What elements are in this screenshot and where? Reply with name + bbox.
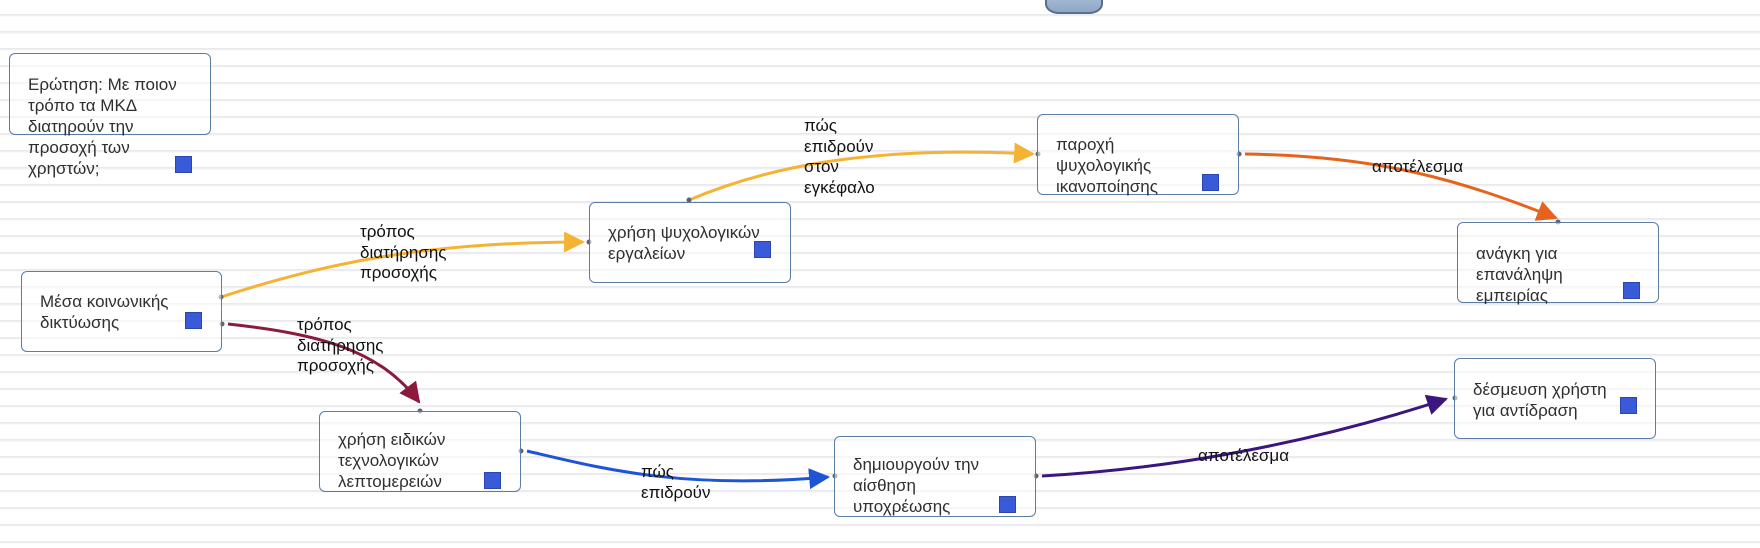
database-icon [1045,0,1103,14]
node-obligation[interactable]: δημιουργούν την αίσθηση υποχρέωσης [834,436,1036,517]
edge-tools-to-satisfaction[interactable] [688,142,1036,202]
node-social-media-text: Μέσα κοινωνικής δικτύωσης [40,292,169,332]
node-marker-icon[interactable] [484,472,501,489]
node-repeat-need[interactable]: ανάγκη για επανάληψη εμπειρίας [1457,222,1659,305]
edge-social-to-tools[interactable] [220,231,586,299]
node-user-engagement[interactable]: δέσμευση χρήστη για αντίδραση [1454,358,1656,439]
node-social-media[interactable]: Μέσα κοινωνικής δικτύωσης [21,271,222,352]
edge-social-to-special[interactable] [227,322,421,404]
node-user-engagement-text: δέσμευση χρήστη για αντίδραση [1473,380,1607,420]
node-psych-satisfaction-text: παροχή ψυχολογικής ικανοποίησης [1056,135,1158,196]
node-special-tech[interactable]: χρήση ειδικών τεχνολογικών λεπτομερειών [319,411,521,492]
edge-obligation-to-engagement[interactable] [1041,394,1448,478]
edge-satisfaction-to-need[interactable] [1244,152,1558,221]
edge-label-result-upper: αποτέλεσμα [1372,157,1464,176]
node-psych-tools[interactable]: χρήση ψυχολογικών εργαλείων [589,202,791,283]
node-marker-icon[interactable] [999,496,1016,513]
node-psych-satisfaction[interactable]: παροχή ψυχολογικής ικανοποίησης [1037,114,1239,196]
edge-label-attention-lower: τρόπος διατήρησης προσοχής [297,315,384,375]
node-marker-icon[interactable] [1620,397,1637,414]
edge-label-result-lower: αποτέλεσμα [1198,446,1290,465]
edge-label-brain-effect: πώς επιδρούν στον εγκέφαλο [804,116,875,197]
node-marker-icon[interactable] [175,156,192,173]
node-marker-icon[interactable] [1623,282,1640,299]
node-question-text: Ερώτηση: Με ποιον τρόπο τα ΜΚΔ διατηρούν… [28,75,177,178]
node-psych-tools-text: χρήση ψυχολογικών εργαλείων [608,223,760,263]
node-marker-icon[interactable] [185,312,202,329]
node-obligation-text: δημιουργούν την αίσθηση υποχρέωσης [853,455,980,516]
edge-label-attention-upper: τρόπος διατήρησης προσοχής [360,222,447,282]
node-marker-icon[interactable] [754,241,771,258]
node-marker-icon[interactable] [1202,174,1219,191]
edge-special-to-obligation[interactable] [526,449,831,490]
node-repeat-need-text: ανάγκη για επανάληψη εμπειρίας [1476,244,1563,305]
node-question[interactable]: Ερώτηση: Με ποιον τρόπο τα ΜΚΔ διατηρούν… [9,53,211,178]
node-special-tech-text: χρήση ειδικών τεχνολογικών λεπτομερειών [338,430,446,491]
edge-label-effect-lower: πώς επιδρούν [641,462,711,502]
